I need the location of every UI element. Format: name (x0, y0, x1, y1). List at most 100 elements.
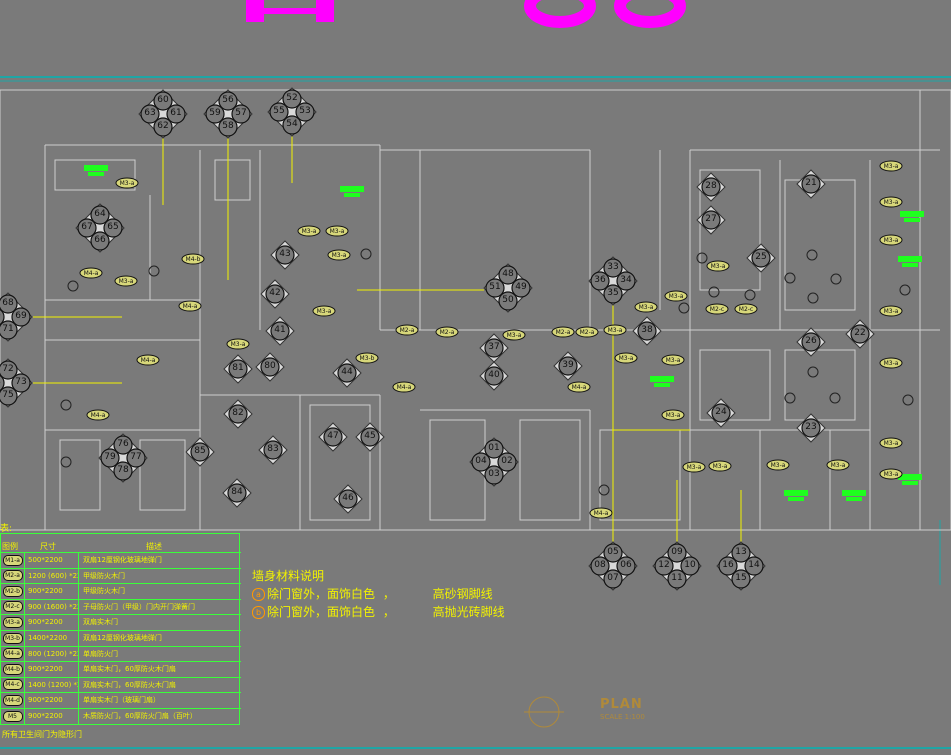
room-stamps (84, 165, 924, 501)
marker-number: 24 (715, 407, 727, 417)
marker-circle (323, 427, 343, 447)
door-tag: M4-a (589, 507, 613, 519)
marker-number: 85 (194, 446, 205, 456)
door-tag: M3-a (708, 460, 732, 472)
door-tag-label: M4-a (397, 384, 412, 391)
door-tag: M3-a (115, 177, 139, 189)
marker-circle (603, 258, 623, 278)
door-tag: M3-a (879, 160, 903, 172)
legend-code: M4-b (2, 663, 23, 675)
door-tag: M3-a (614, 352, 638, 364)
marker-number: 80 (264, 361, 276, 371)
marker-circle (269, 102, 289, 122)
marker-circle (0, 294, 18, 314)
marker-circle (140, 104, 160, 124)
marker-circle (0, 360, 18, 380)
legend-header-description: 描述 (146, 542, 162, 551)
marker-circle (484, 366, 504, 386)
marker-number: 78 (117, 465, 129, 475)
marker-circle (228, 359, 248, 379)
door-tag: M3-a (114, 275, 138, 287)
elevation-marker: 84 (222, 478, 252, 508)
door-tag: M2-a (395, 324, 419, 336)
elevation-marker: 27 (696, 205, 726, 235)
marker-number: 10 (684, 560, 696, 570)
marker-circle (337, 363, 357, 383)
marker-circle (231, 104, 251, 124)
marker-number: 69 (15, 311, 27, 321)
marker-circle (680, 556, 700, 576)
marker-circle (282, 89, 302, 109)
door-tag: M4-a (567, 381, 591, 393)
door-tag: M3-a (682, 461, 706, 473)
marker-circle (667, 543, 687, 563)
marker-number: 65 (107, 222, 118, 232)
door-tag-label: M2-c (739, 306, 753, 313)
door-tag-label: M3-b (360, 355, 375, 362)
marker-number: 68 (2, 298, 14, 308)
door-tag: M4-a (86, 409, 110, 421)
plan-symbol (524, 696, 564, 728)
elevation-marker: 85 (185, 437, 215, 467)
marker-circle (850, 324, 870, 344)
door-tag: M2-a (575, 326, 599, 338)
marker-number: 23 (805, 422, 816, 432)
elevation-marker: 81 (223, 354, 253, 384)
elevation-marker: 82 (223, 399, 253, 429)
legend-description: 子母防火门（甲级）门内开门弹簧门 (83, 602, 195, 611)
door-tag-label: M3-a (332, 252, 347, 259)
door-tag-label: M2-c (710, 306, 724, 313)
marker-number: 01 (488, 443, 499, 453)
door-tag: M3-a (879, 196, 903, 208)
marker-number: 43 (279, 249, 290, 259)
marker-number: 73 (15, 377, 26, 387)
marker-number: 50 (502, 295, 514, 305)
door-tag: M3-a (879, 305, 903, 317)
marker-circle (667, 569, 687, 589)
marker-circle (701, 177, 721, 197)
marker-number: 26 (805, 336, 817, 346)
marker-number: 70 (0, 311, 1, 321)
marker-number: 41 (274, 325, 285, 335)
elevation-marker: 39 (553, 351, 583, 381)
legend-description: 木质防火门，60厚防火门扇（百叶） (83, 712, 197, 720)
door-tag-label: M3-a (884, 440, 899, 447)
door-tag: M3-a (879, 468, 903, 480)
door-tag: M3-a (706, 260, 730, 272)
marker-circle (282, 115, 302, 135)
door-tag-label: M3-a (771, 462, 786, 469)
marker-number: 35 (607, 288, 618, 298)
door-tag: M3-b (355, 352, 379, 364)
legend-description: 单扇实木门，60厚防火木门扇 (83, 665, 176, 674)
legend-symbol: M2-c (1, 599, 25, 615)
elevation-marker: 24 (706, 398, 736, 428)
door-tag: M3-a (312, 305, 336, 317)
elevation-marker: 47 (318, 422, 348, 452)
marker-number: 83 (267, 444, 278, 454)
door-tag-label: M3-a (711, 263, 726, 270)
door-tag-label: M4-a (594, 510, 609, 517)
marker-circle (205, 104, 225, 124)
legend-size: 900*2200 (25, 615, 79, 631)
marker-circle (616, 271, 636, 291)
marker-number: 72 (2, 364, 13, 374)
marker-circle (590, 271, 610, 291)
marker-circle (654, 556, 674, 576)
legend-size: 1400*2200 (25, 631, 79, 646)
marker-number: 05 (607, 547, 618, 557)
marker-number: 21 (805, 178, 816, 188)
legend-code: M2-a (2, 570, 23, 582)
legend-size: 900 (1600) *2200 (25, 599, 79, 615)
legend-code: M2-b (2, 585, 23, 597)
legend-description: 甲级防火木门 (83, 571, 125, 580)
door-tag: M3-a (879, 234, 903, 246)
door-tag-label: M3-a (639, 304, 654, 311)
elevation-markers: 6063616256595758525553546467656668706971… (0, 87, 875, 591)
marker-number: 06 (620, 560, 632, 570)
